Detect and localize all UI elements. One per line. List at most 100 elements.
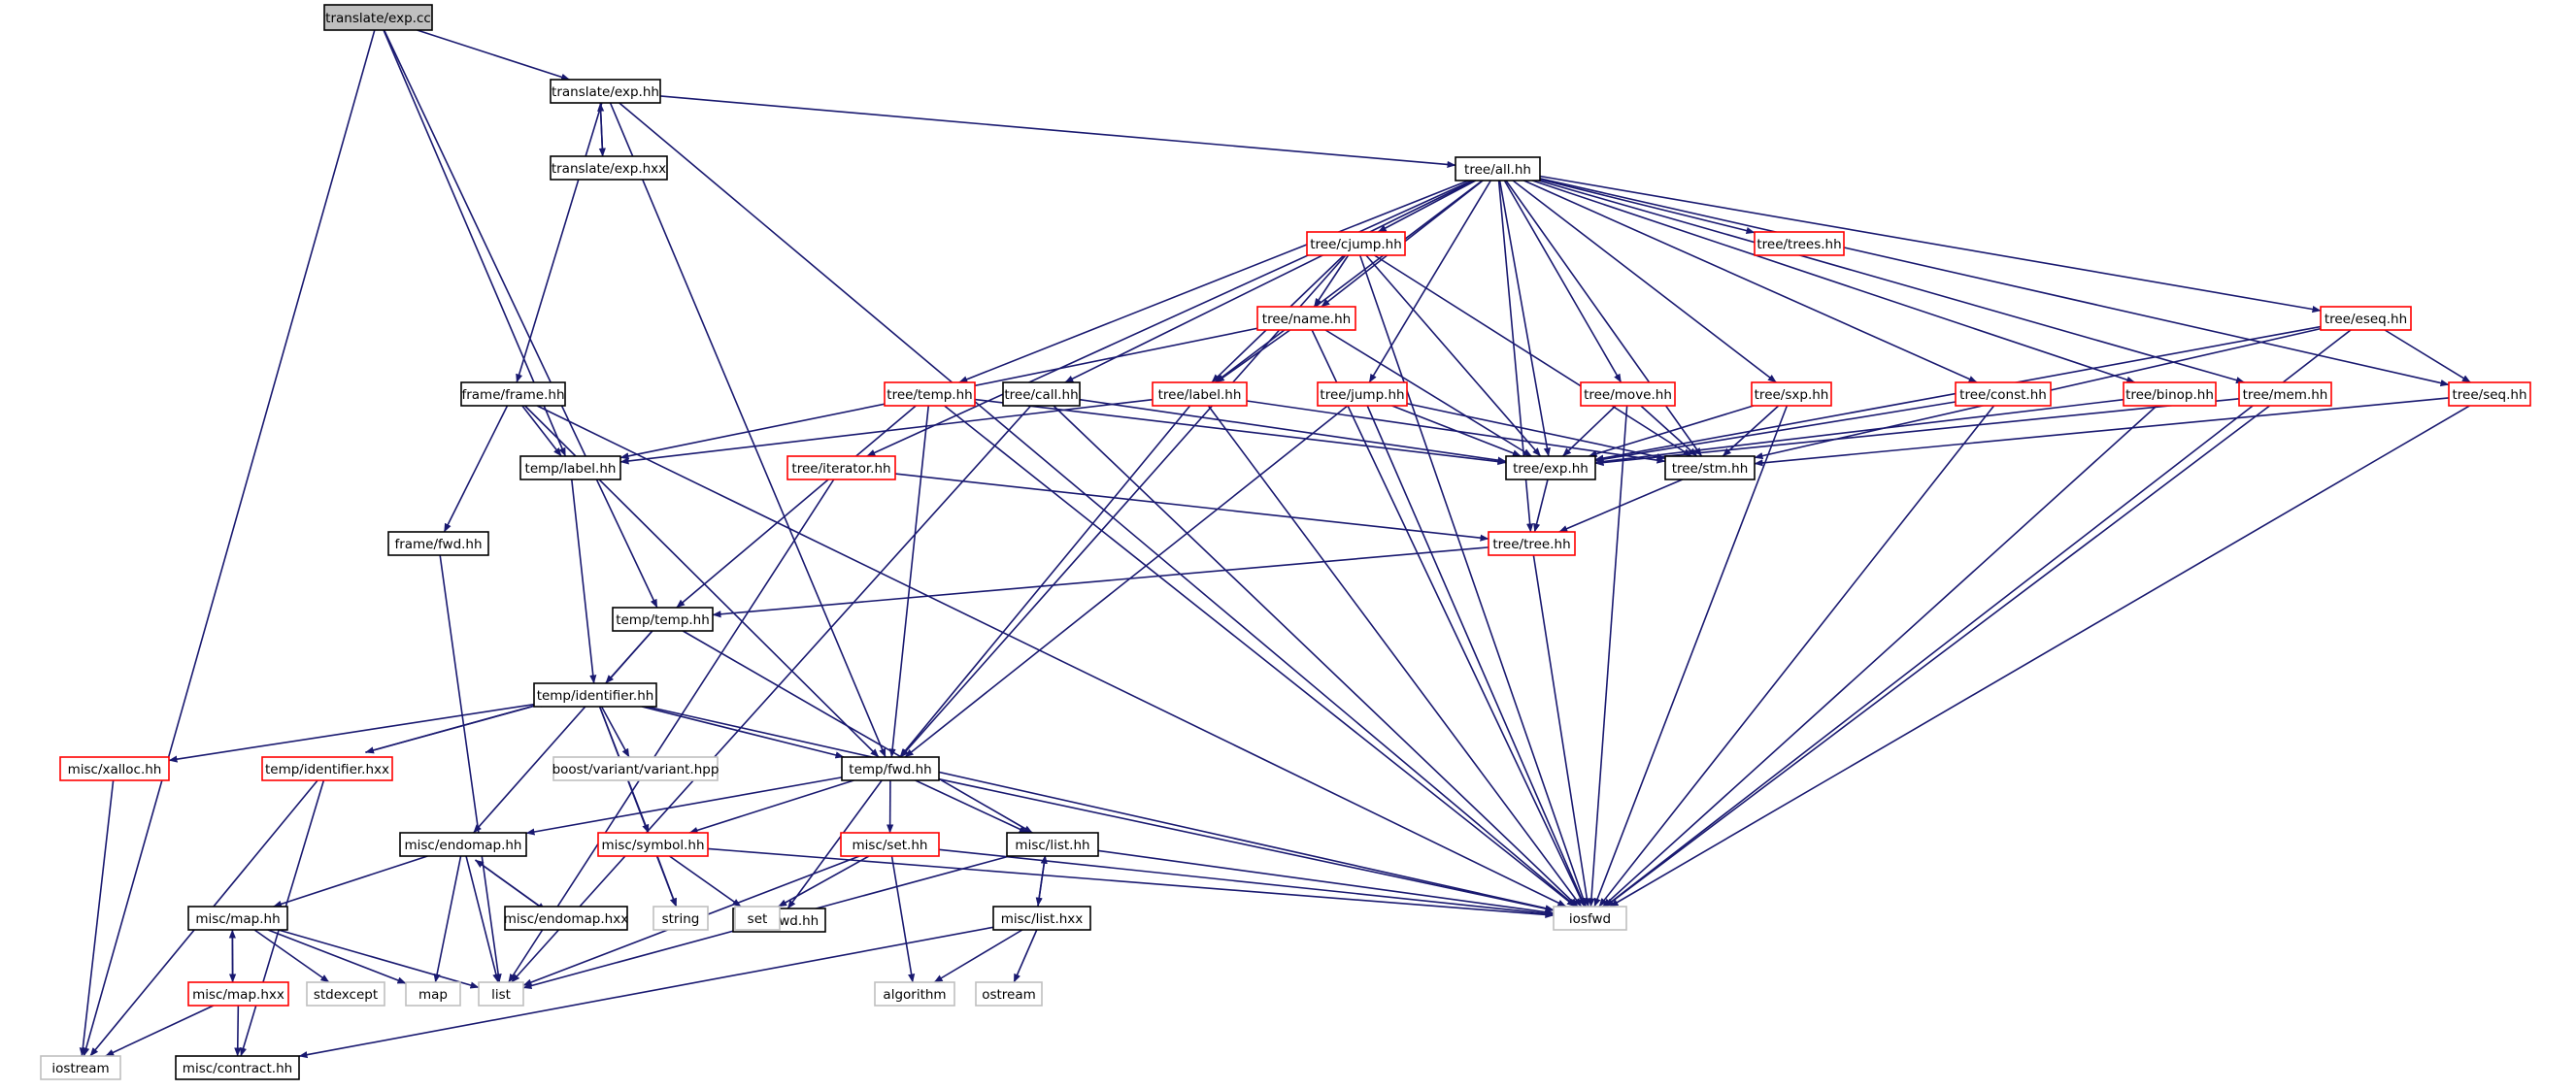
node-label: temp/fwd.hh (849, 762, 931, 777)
node-box (533, 682, 657, 708)
edge-temp_temp_hh-to-misc_list_hh (682, 630, 1033, 834)
node-translate-exp-hh[interactable]: translate/exp.hh (550, 79, 661, 104)
node-tree-jump-hh[interactable]: tree/jump.hh (1317, 381, 1408, 407)
node-label: misc/symbol.hh (601, 838, 704, 853)
edge-tree_mem_hh-to-tree_exp_hh (1594, 397, 2240, 467)
node-misc-set-hh[interactable]: misc/set.hh (840, 832, 940, 857)
node-label: string (662, 911, 700, 927)
node-box (1455, 156, 1541, 182)
edge-tree_tree_hh-to-iosfwd (1532, 554, 1590, 908)
node-tree-all-hh[interactable]: tree/all.hh (1455, 156, 1541, 182)
node-tree-name-hh[interactable]: tree/name.hh (1256, 306, 1356, 331)
edge-temp_label_hh-to-temp_identifier_hh (571, 479, 597, 684)
edge-translate_exp_hxx-to-translate_exp_hh (597, 102, 605, 157)
edge-tree_const_hh-to-tree_exp_hh (1594, 401, 1957, 463)
node-label: tree/label.hh (1158, 387, 1242, 403)
node-label: stdexcept (314, 987, 378, 1003)
node-misc-list-hh[interactable]: misc/list.hh (1006, 832, 1099, 857)
node-tree-sxp-hh[interactable]: tree/sxp.hh (1751, 381, 1832, 407)
edge-frame_frame_hh-to-frame_fwd_hh (443, 405, 509, 533)
edge-frame_frame_hh-to-temp_label_hh (521, 405, 562, 457)
edge-misc_set_hh-to-set (778, 855, 870, 908)
edge-temp_identifier_hh-to-boost_variant (600, 706, 630, 758)
edge-translate_exp_hh-to-iosfwd (619, 102, 1577, 908)
node-label: tree/mem.hh (2243, 387, 2328, 403)
node-tree-label-hh[interactable]: tree/label.hh (1152, 381, 1248, 407)
node-tree-exp-hh[interactable]: tree/exp.hh (1505, 455, 1596, 480)
node-box (552, 756, 719, 781)
node-misc-map-hh[interactable]: misc/map.hh (187, 906, 288, 931)
node-tree-eseq-hh[interactable]: tree/eseq.hh (2320, 306, 2412, 331)
node-label: misc/xalloc.hh (68, 762, 162, 777)
node-misc-symbol-hh[interactable]: misc/symbol.hh (597, 832, 709, 857)
edge-misc_endomap_hh-to-list (465, 855, 500, 983)
edge-temp_fwd_hh-to-iosfwd (938, 777, 1555, 912)
edge-temp_identifier_hh-to-temp_fwd_hh (641, 706, 845, 759)
node-temp-temp-hh[interactable]: temp/temp.hh (612, 607, 714, 632)
node-temp-identifier-hxx[interactable]: temp/identifier.hxx (261, 756, 393, 781)
node-translate-exp-hxx[interactable]: translate/exp.hxx (550, 155, 668, 181)
node-label: temp/identifier.hxx (265, 762, 389, 777)
node-misc-map-hxx[interactable]: misc/map.hxx (187, 981, 289, 1007)
node-label: iosfwd (1569, 911, 1611, 927)
node-frame-frame-hh[interactable]: frame/frame.hh (460, 381, 566, 407)
node-misc-list-hxx[interactable]: misc/list.hxx (992, 906, 1091, 931)
node-tree-seq-hh[interactable]: tree/seq.hh (2448, 381, 2531, 407)
edge-frame_frame_hh-to-temp_fwd_hh (524, 405, 880, 758)
node-label: tree/iterator.hh (791, 461, 890, 477)
node-box (612, 607, 714, 632)
node-tree-call-hh[interactable]: tree/call.hh (1002, 381, 1081, 407)
node-tree-const-hh[interactable]: tree/const.hh (1955, 381, 2052, 407)
node-tree-temp-hh[interactable]: tree/temp.hh (884, 381, 976, 407)
edge-tree_const_hh-to-iosfwd (1598, 405, 1995, 908)
node-box (597, 832, 709, 857)
edge-tree_all_hh-to-tree_sxp_hh (1512, 180, 1777, 383)
edge-misc_map_hh-to-stdexcept (253, 929, 330, 983)
node-box (992, 906, 1091, 931)
node-temp-fwd-hh[interactable]: temp/fwd.hh (841, 756, 940, 781)
node-label: algorithm (883, 987, 946, 1003)
node-box (652, 906, 709, 931)
node-tree-binop-hh[interactable]: tree/binop.hh (2123, 381, 2217, 407)
node-temp-identifier-hh[interactable]: temp/identifier.hh (533, 682, 657, 708)
node-tree-tree-hh[interactable]: tree/tree.hh (1488, 531, 1576, 556)
node-tree-trees-hh[interactable]: tree/trees.hh (1754, 231, 1845, 256)
edge-tree_sxp_hh-to-iosfwd (1593, 405, 1789, 908)
node-misc-xalloc-hh[interactable]: misc/xalloc.hh (59, 756, 170, 781)
node-label: frame/fwd.hh (394, 537, 482, 552)
edge-tree_seq_hh-to-tree_stm_hh (1754, 397, 2450, 467)
node-box (323, 4, 433, 31)
edge-tree_jump_hh-to-iosfwd (1366, 405, 1587, 908)
node-frame-fwd-hh[interactable]: frame/fwd.hh (387, 531, 489, 556)
node-label: misc/list.hxx (1001, 911, 1084, 927)
node-label: tree/name.hh (1262, 312, 1351, 327)
edge-misc_map_hh-to-map (267, 929, 407, 984)
node-misc-endomap-hxx[interactable]: misc/endomap.hxx (504, 906, 628, 931)
node-box (187, 981, 289, 1007)
edge-misc_endomap_hxx-to-misc_endomap_hh (475, 859, 547, 911)
node-translate-exp-cc[interactable]: translate/exp.cc (323, 4, 433, 31)
node-misc-contract-hh[interactable]: misc/contract.hh (175, 1055, 300, 1080)
edge-temp_fwd_hh-to-misc_symbol_hh (688, 779, 854, 834)
node-label: tree/all.hh (1464, 162, 1531, 178)
node-box (1002, 381, 1081, 407)
edge-tree_tree_hh-to-temp_temp_hh (712, 546, 1489, 618)
edge-translate_exp_hh-to-frame_frame_hh (516, 102, 603, 383)
edge-tree_all_hh-to-tree_exp_hh (1498, 180, 1551, 457)
node-tree-stm-hh[interactable]: tree/stm.hh (1664, 455, 1756, 480)
node-box (874, 981, 955, 1007)
node-tree-move-hh[interactable]: tree/move.hh (1580, 381, 1676, 407)
node-tree-mem-hh[interactable]: tree/mem.hh (2238, 381, 2332, 407)
node-misc-endomap-hh[interactable]: misc/endomap.hh (399, 832, 527, 857)
node-label: tree/binop.hh (2125, 387, 2214, 403)
node-label: map (418, 987, 448, 1003)
node-temp-label-hh[interactable]: temp/label.hh (519, 455, 621, 480)
node-tree-iterator-hh[interactable]: tree/iterator.hh (786, 455, 896, 480)
node-box (1505, 455, 1596, 480)
edge-tree_call_hh-to-iosfwd (1053, 405, 1579, 908)
edge-temp_fwd_hh-to-misc_fwd_hh (786, 779, 883, 909)
node-tree-cjump-hh[interactable]: tree/cjump.hh (1306, 231, 1406, 256)
node-label: misc/set.hh (853, 838, 928, 853)
node-box (1317, 381, 1408, 407)
file-nodes: translate/exp.cc translate/exp.hh translat… (40, 4, 2531, 1080)
